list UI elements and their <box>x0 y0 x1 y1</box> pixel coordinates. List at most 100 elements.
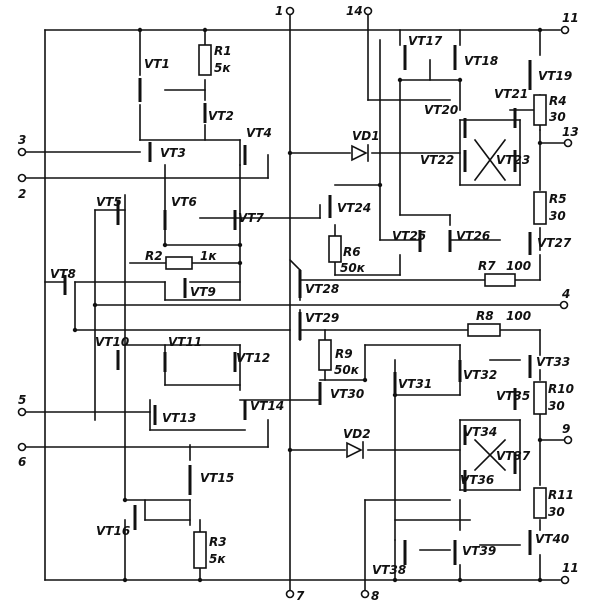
label-vt10: VT10 <box>95 335 129 349</box>
r4-body <box>533 94 547 126</box>
diode-symbols <box>346 144 369 459</box>
label-r4-name: R4 <box>549 94 567 108</box>
label-vt12: VT12 <box>236 351 270 365</box>
label-vt4: VT4 <box>246 126 272 140</box>
label-r11-value: 30 <box>548 505 565 519</box>
label-r1-name: R1 <box>214 44 232 58</box>
pin-label-7: 7 <box>296 589 305 603</box>
pin-label-8: 8 <box>371 589 379 603</box>
pin-14-terminal <box>363 6 373 16</box>
label-vt36: VT36 <box>460 473 494 487</box>
label-r7-name: R7 <box>478 259 496 273</box>
pin-4-terminal <box>559 300 569 310</box>
label-r6-name: R6 <box>343 245 361 259</box>
pin-3-terminal <box>17 147 27 157</box>
pin-11-bottom-terminal <box>560 575 570 585</box>
diode-labels: VD1 VD2 <box>343 129 380 441</box>
label-vt20: VT20 <box>424 103 458 117</box>
pin-terminals <box>17 6 573 599</box>
label-vt14: VT14 <box>250 399 284 413</box>
label-r8-value: 100 <box>506 309 531 323</box>
label-r7-value: 100 <box>506 259 531 273</box>
label-vt8: VT8 <box>50 267 76 281</box>
label-vt29: VT29 <box>305 311 339 325</box>
r8-body <box>467 323 501 337</box>
label-vt25: VT25 <box>392 229 426 243</box>
label-r5-name: R5 <box>549 192 567 206</box>
label-vt9: VT9 <box>190 285 216 299</box>
r10-body <box>533 381 547 415</box>
pin-labels: 1 14 11 3 2 13 4 5 6 9 11 7 8 <box>18 4 579 603</box>
pin-label-4: 4 <box>561 287 570 301</box>
pin-9-terminal <box>563 435 573 445</box>
label-vt26: VT26 <box>456 229 490 243</box>
transistor-labels: VT1 VT2 VT3 VT4 VT5 VT6 VT7 VT8 VT9 VT10… <box>50 34 572 577</box>
label-vt17: VT17 <box>408 34 443 48</box>
junction-dots <box>72 27 543 583</box>
pin-label-9: 9 <box>562 422 570 436</box>
label-r4-value: 30 <box>549 110 566 124</box>
label-vt23: VT23 <box>496 153 530 167</box>
label-r2-name: R2 <box>145 249 163 263</box>
label-vt15: VT15 <box>200 471 234 485</box>
pin-label-6: 6 <box>18 455 26 469</box>
label-vt35: VT35 <box>496 389 530 403</box>
pin-13-terminal <box>563 138 573 148</box>
r9-body <box>318 339 332 371</box>
pin-7-terminal <box>285 589 295 599</box>
label-vt22: VT22 <box>420 153 454 167</box>
r11-body <box>533 487 547 519</box>
label-r8-name: R8 <box>476 309 494 323</box>
label-r10-value: 30 <box>548 399 565 413</box>
pin-1-terminal <box>285 6 295 16</box>
label-vt19: VT19 <box>538 69 572 83</box>
label-vt1: VT1 <box>144 57 170 71</box>
pin-label-5: 5 <box>18 393 26 407</box>
r6-body <box>328 235 342 263</box>
r2-body <box>165 256 193 270</box>
pin-label-11-bottom: 11 <box>562 561 579 575</box>
wiring <box>25 13 566 591</box>
label-vt31: VT31 <box>398 377 432 391</box>
pin-label-11-top: 11 <box>562 11 579 25</box>
label-r6-value: 50к <box>340 261 366 275</box>
r5-body <box>533 191 547 225</box>
label-r9-name: R9 <box>335 347 353 361</box>
transistor-bars <box>63 45 532 565</box>
label-vt33: VT33 <box>536 355 570 369</box>
label-vt11: VT11 <box>168 335 202 349</box>
label-vt3: VT3 <box>160 146 186 160</box>
label-vt5: VT5 <box>96 195 122 209</box>
pin-label-3: 3 <box>18 133 26 147</box>
pin-label-1: 1 <box>275 4 283 18</box>
resistor-labels: R1 5к R2 1к R3 5к R4 30 R5 30 R6 50к R7 … <box>145 44 574 566</box>
pin-label-14: 14 <box>346 4 363 18</box>
label-vt28: VT28 <box>305 282 339 296</box>
pin-label-13: 13 <box>562 125 579 139</box>
label-vt39: VT39 <box>462 544 496 558</box>
label-vt6: VT6 <box>171 195 197 209</box>
pin-label-2: 2 <box>18 187 26 201</box>
label-vd1: VD1 <box>352 129 380 143</box>
label-r1-value: 5к <box>214 61 231 75</box>
label-vt37: VT37 <box>496 449 531 463</box>
pin-6-terminal <box>17 442 27 452</box>
pin-11-top-terminal <box>560 25 570 35</box>
r7-body <box>484 273 516 287</box>
label-vt38: VT38 <box>372 563 406 577</box>
label-r3-name: R3 <box>209 535 227 549</box>
label-vt2: VT2 <box>208 109 234 123</box>
label-vt13: VT13 <box>162 411 196 425</box>
label-vt32: VT32 <box>463 368 497 382</box>
label-vt24: VT24 <box>337 201 371 215</box>
resistor-bodies <box>165 44 547 569</box>
label-vt21: VT21 <box>494 87 528 101</box>
pin-5-terminal <box>17 407 27 417</box>
label-vd2: VD2 <box>343 427 371 441</box>
pin-8-terminal <box>360 589 370 599</box>
label-vt18: VT18 <box>464 54 498 68</box>
label-r11-name: R11 <box>548 488 574 502</box>
label-vt27: VT27 <box>537 236 572 250</box>
label-r5-value: 30 <box>549 209 566 223</box>
